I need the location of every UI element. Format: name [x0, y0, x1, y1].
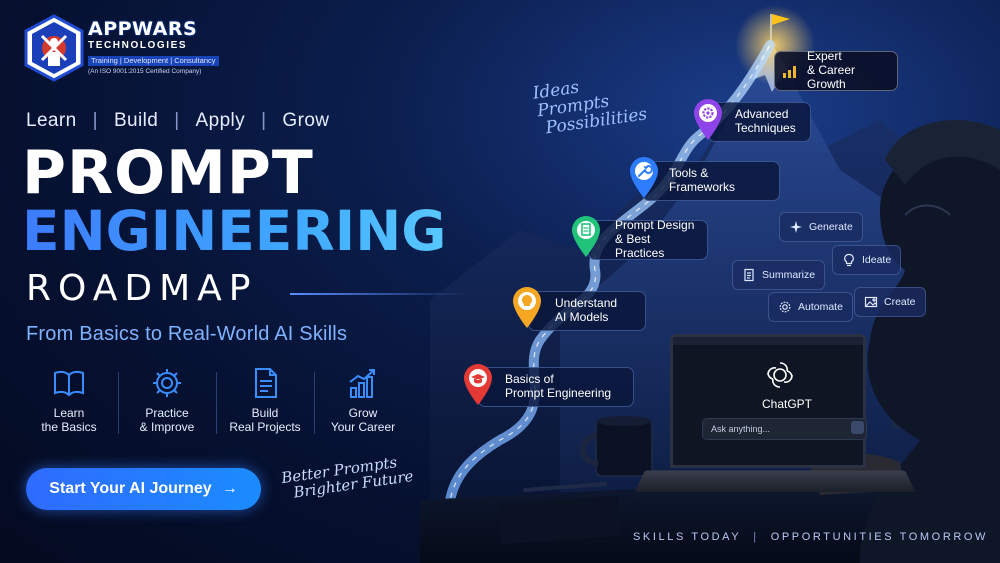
feature-label: Grow Your Career [330, 406, 396, 435]
chip-label: Summarize [762, 269, 816, 281]
title-line-2: ENGINEERING [22, 199, 447, 263]
footer-tagline: SKILLS TODAY | OPPORTUNITIES TOMORROW [633, 531, 988, 543]
feature-item: Build Real Projects [216, 366, 314, 435]
tagline-word: Apply [195, 110, 246, 131]
chip-ideate: Ideate [832, 245, 902, 275]
company-logo: APPWARS TECHNOLOGIES Training | Developm… [22, 14, 219, 82]
tagline-word: Build [113, 110, 159, 131]
lightbulb-icon [513, 287, 541, 328]
arrow-right-icon: → [221, 480, 238, 497]
brand-name: APPWARS [88, 18, 198, 41]
step-label: Tools & Frameworks [669, 166, 736, 194]
subtitle: From Basics to Real-World AI Skills [26, 323, 348, 345]
feature-item: Grow Your Career [314, 366, 412, 435]
gear-icon [153, 369, 181, 397]
title-underline [290, 293, 470, 295]
roadmap-step-4: Tools & Frameworks [642, 161, 780, 201]
chatgpt-logo-icon [767, 362, 793, 388]
step-label: Advanced Techniques [735, 107, 796, 135]
brand-tag: Training | Development | Consultancy [88, 56, 219, 66]
gear-icon [779, 301, 791, 313]
chat-input[interactable]: Ask anything... [702, 418, 867, 440]
tagline-separator: | [261, 110, 267, 131]
growth-chart-icon [349, 369, 375, 398]
brand-sub: TECHNOLOGIES [88, 40, 188, 52]
laptop-screen [670, 334, 866, 468]
feature-list: Learn the Basics Practice & Improve Buil… [20, 366, 412, 435]
chip-summarize: Summarize [732, 260, 826, 290]
roadmap-step-2: Understand AI Models [528, 291, 646, 331]
tagline-separator: | [92, 110, 98, 131]
feature-label: Practice & Improve [139, 406, 195, 435]
chip-label: Ideate [862, 254, 892, 266]
appwars-emblem-icon [24, 14, 84, 82]
title-line-1: PROMPT [22, 138, 314, 208]
feature-label: Build Real Projects [229, 406, 301, 435]
roadmap-step-5: Advanced Techniques [708, 102, 811, 142]
start-journey-button[interactable]: Start Your AI Journey → [26, 468, 261, 510]
wrench-icon [630, 157, 658, 198]
tagline: Learn | Build | Apply | Grow [26, 110, 329, 132]
chatgpt-app-name: ChatGPT [762, 397, 813, 411]
chip-generate: Generate [779, 212, 863, 242]
roadmap-step-3: Prompt Design & Best Practices [588, 218, 708, 260]
laptop-screen-bar [673, 337, 863, 345]
gear-icon [694, 99, 722, 140]
send-icon[interactable] [851, 421, 864, 434]
graduation-cap-icon [464, 364, 492, 405]
chip-create: Create [854, 287, 926, 317]
lightbulb-icon [844, 253, 854, 267]
tagline-separator: | [174, 110, 180, 131]
footer-right: OPPORTUNITIES TOMORROW [770, 531, 989, 543]
feature-item: Practice & Improve [118, 366, 216, 435]
image-icon [864, 296, 878, 308]
chip-label: Automate [798, 301, 843, 313]
chip-label: Create [884, 296, 916, 308]
step-label: Prompt Design & Best Practices [615, 218, 695, 260]
step-label: Expert & Career Growth [807, 49, 856, 91]
document-icon [744, 268, 754, 282]
tagline-word: Learn [26, 110, 77, 131]
brand-iso: (An ISO 9001:2015 Certified Company) [88, 68, 202, 76]
bar-chart-icon [783, 66, 796, 78]
cta-label: Start Your AI Journey [49, 480, 212, 497]
document-icon [572, 216, 600, 257]
tagline-word: Grow [282, 110, 330, 131]
footer-left: SKILLS TODAY [633, 531, 742, 543]
open-book-icon [54, 370, 84, 397]
title-line-3: ROADMAP [26, 268, 258, 309]
step-label: Basics of Prompt Engineering [505, 372, 612, 400]
step-label: Understand AI Models [555, 296, 618, 324]
sparkle-icon [790, 221, 802, 233]
roadmap-step-1: Basics of Prompt Engineering [478, 367, 634, 407]
laptop-keyboard [634, 470, 916, 493]
document-icon [255, 368, 277, 398]
feature-label: Learn the Basics [41, 406, 97, 435]
footer-separator: | [753, 531, 759, 543]
chip-label: Generate [809, 221, 853, 233]
feature-item: Learn the Basics [20, 366, 118, 435]
chip-automate: Automate [768, 292, 853, 322]
